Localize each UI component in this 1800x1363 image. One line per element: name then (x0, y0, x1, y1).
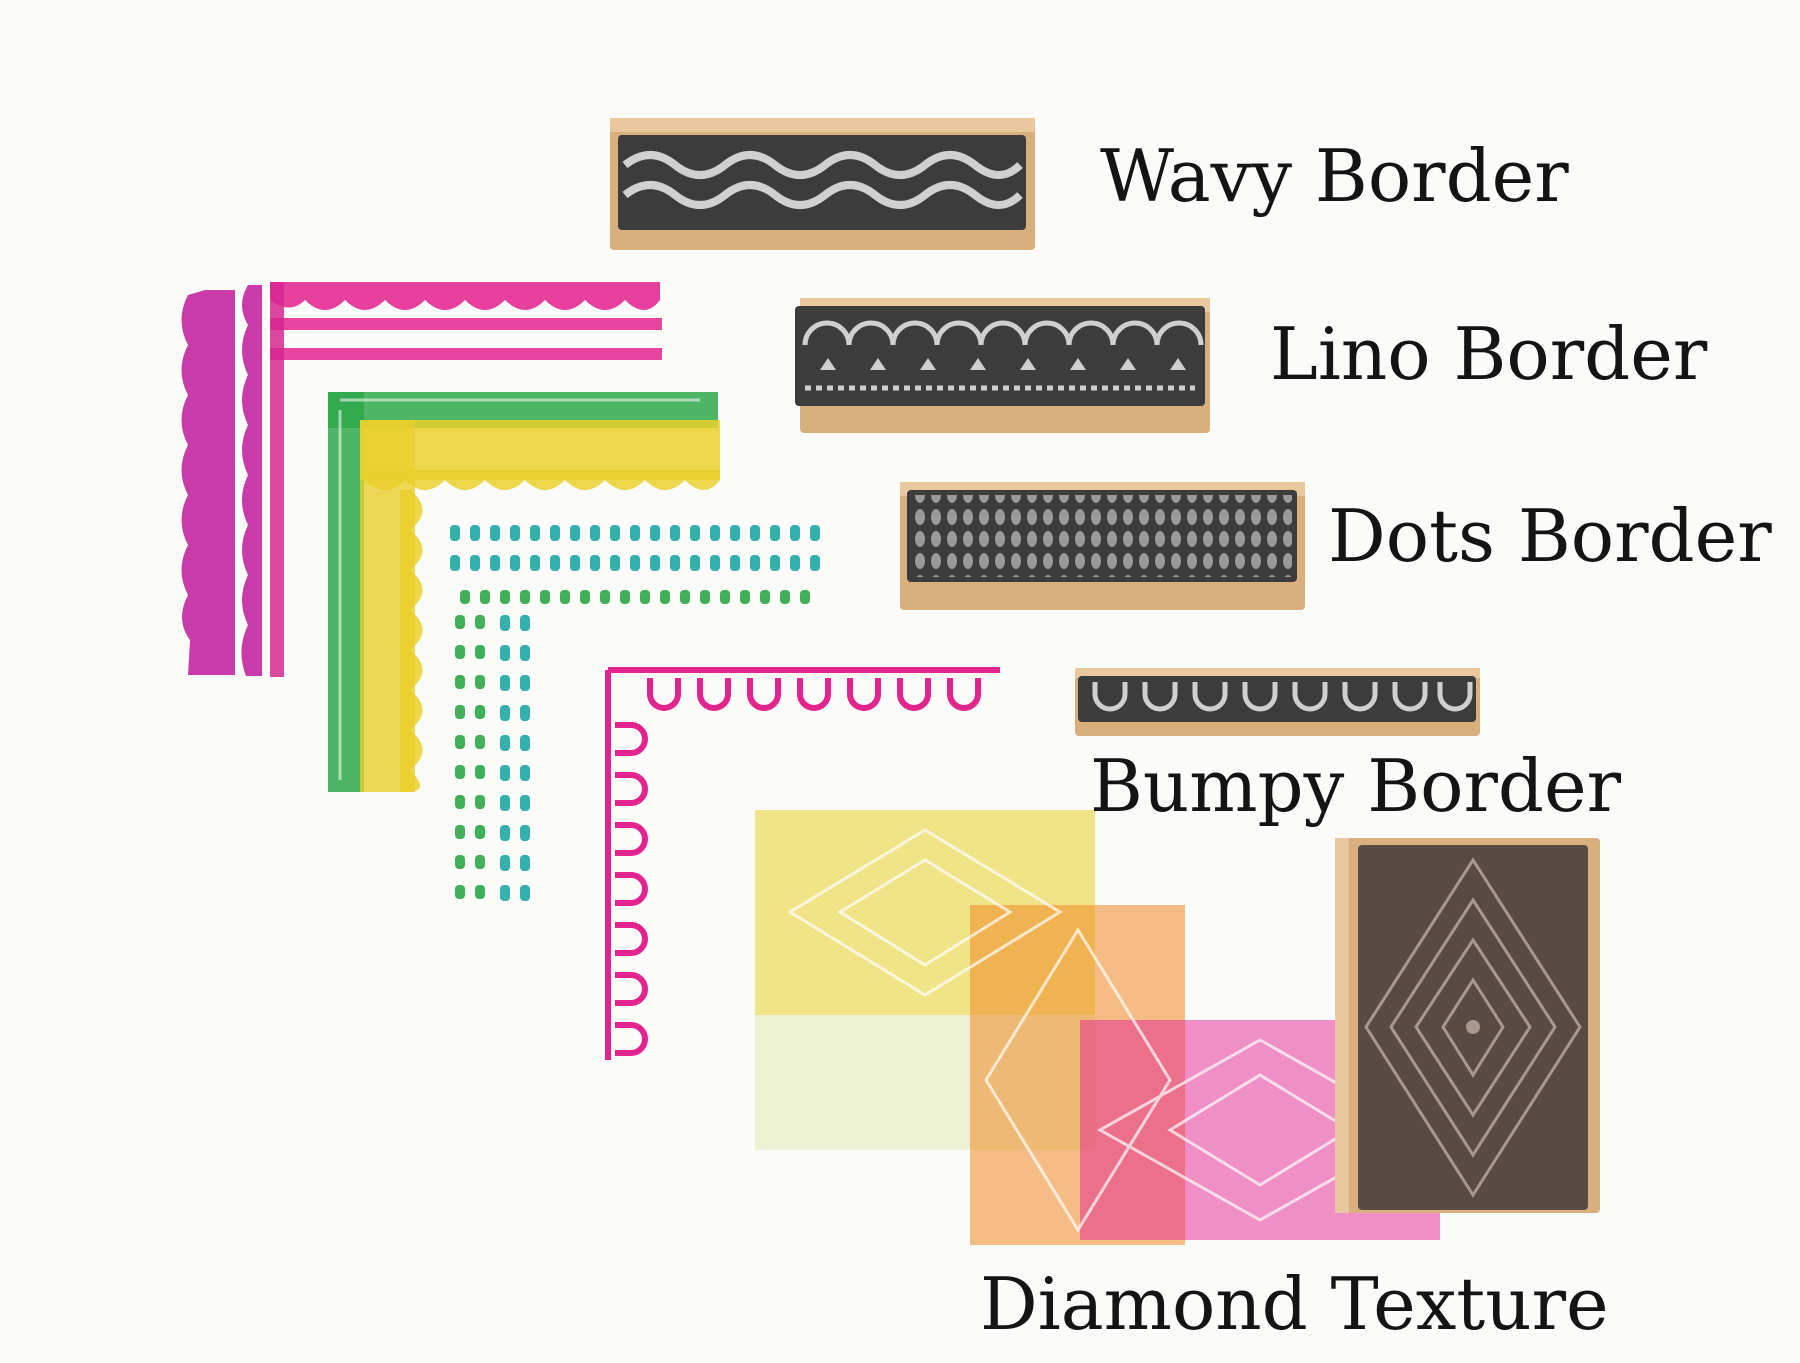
pink-bumpy-corner-print (605, 667, 1000, 1060)
label-wavy-border: Wavy Border (1100, 134, 1569, 218)
lino-border-stamp (795, 298, 1210, 433)
label-bumpy-border: Bumpy Border (1090, 744, 1621, 828)
label-lino-border: Lino Border (1270, 312, 1708, 396)
label-diamond-texture: Diamond Texture (980, 1262, 1609, 1346)
green-yellow-lino-corner-print (328, 392, 720, 792)
label-dots-border: Dots Border (1328, 494, 1772, 578)
diamond-texture-stamp (1335, 838, 1600, 1213)
bumpy-border-stamp (1075, 668, 1480, 736)
teal-green-dots-corner-print (450, 525, 820, 901)
magenta-wavy-corner-print (181, 282, 662, 677)
dots-border-stamp (900, 482, 1305, 610)
wavy-border-stamp (610, 118, 1035, 250)
